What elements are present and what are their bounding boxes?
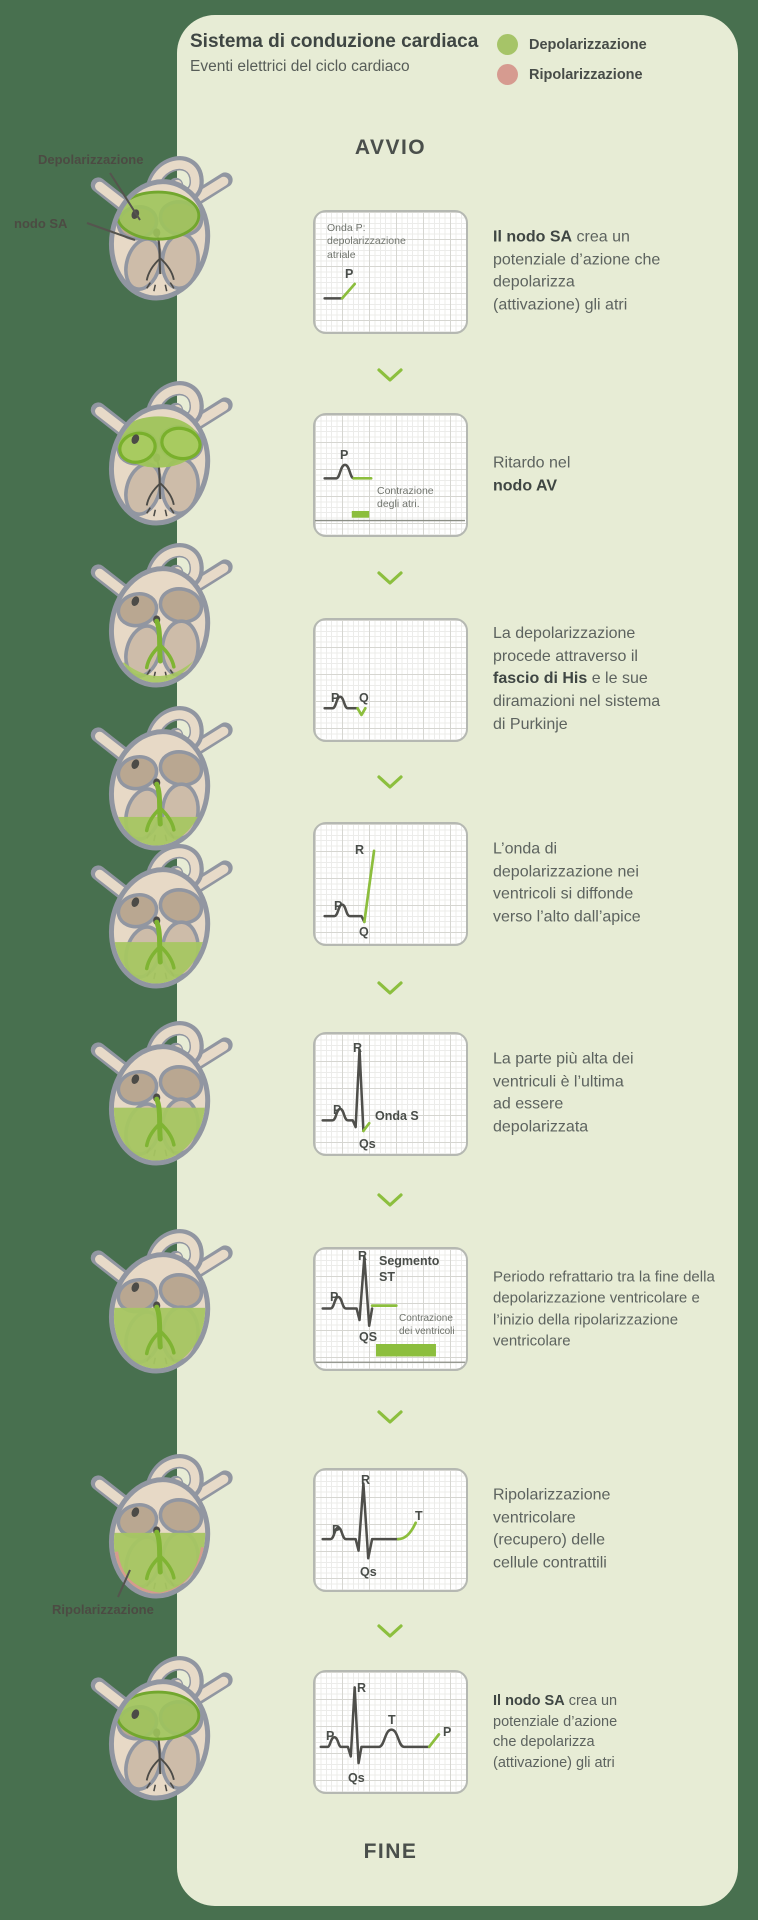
depolarization-dot-icon xyxy=(497,34,518,55)
flow-arrow-icon xyxy=(377,1193,403,1207)
callout-leader-line xyxy=(109,172,141,221)
page-subtitle: Eventi elettrici del ciclo cardiaco xyxy=(190,58,410,75)
ecg-caption: Contrazione degli atri. xyxy=(377,485,434,511)
heart-diagram-ventricles-full xyxy=(86,1213,236,1377)
repolarization-dot-icon xyxy=(497,64,518,85)
wave-label-p: P xyxy=(340,448,349,462)
wave-label-r: R xyxy=(358,1249,368,1263)
heart-diagram-atria-depolarized xyxy=(86,365,236,529)
wave-label-p: P xyxy=(333,1103,342,1117)
wave-label-r: R xyxy=(361,1473,371,1487)
step-6: R Segmento ST P QS Contrazione dei ventr… xyxy=(313,1247,743,1371)
step-description: La parte più alta dei ventriculi è l’ult… xyxy=(493,1050,634,1136)
legend-label: Depolarizzazione xyxy=(529,36,647,53)
ecg-chart-step-4: R P Q xyxy=(313,822,468,946)
wave-label-r: R xyxy=(357,1681,367,1695)
wave-label-qs: Qs xyxy=(360,1565,377,1579)
wave-label-p: P xyxy=(331,691,340,705)
flow-arrow-icon xyxy=(377,368,403,382)
wave-label-p2: P xyxy=(443,1725,452,1739)
wave-label-q: Q xyxy=(359,925,369,939)
legend: Depolarizzazione Ripolarizzazione xyxy=(497,34,647,94)
callout-leader-line xyxy=(86,222,136,241)
flow-arrow-icon xyxy=(377,1624,403,1638)
ecg-chart-step-2: P Contrazione degli atri. xyxy=(313,413,468,537)
flow-start-label: AVVIO xyxy=(354,136,427,159)
flow-end-label: FINE xyxy=(363,1840,418,1863)
step-8: P R T P Qs Il nodo SA crea un potenziale… xyxy=(313,1670,743,1794)
flow-arrow-icon xyxy=(377,775,403,789)
ecg-chart-step-5: R P Onda S Qs xyxy=(313,1032,468,1156)
wave-label-r: R xyxy=(353,1041,363,1055)
heart-diagram-ventricles-low xyxy=(86,828,236,992)
repolarization-callout-label: Ripolarizzazione xyxy=(52,1602,154,1617)
flow-arrow-icon xyxy=(377,571,403,585)
wave-label-p: P xyxy=(334,899,343,913)
flow-arrow-icon xyxy=(377,1410,403,1424)
wave-label-q: Q xyxy=(359,691,369,705)
step-5: R P Onda S Qs La parte più alta dei vent… xyxy=(313,1032,743,1156)
wave-label-qs: Qs xyxy=(359,1137,376,1151)
ecg-caption: Onda P: depolarizzazione atriale xyxy=(327,222,406,261)
sa-node-callout-label: nodo SA xyxy=(14,216,68,231)
step-description: Periodo refrattario tra la fine della de… xyxy=(493,1268,715,1350)
step-description: L’onda di depolarizzazione nei ventricol… xyxy=(493,840,641,926)
heart-diagram-ventricles-mid xyxy=(86,1005,236,1169)
ecg-chart-step-1: Onda P: depolarizzazione atriale P xyxy=(313,210,468,334)
step-7: R P T Qs Ripolarizzazione ventricolare (… xyxy=(313,1468,743,1592)
ecg-caption: Contrazione dei ventricoli xyxy=(399,1313,455,1337)
step-description: La depolarizzazione procede attraverso i… xyxy=(493,625,661,734)
wave-label-p: P xyxy=(345,267,354,281)
step-4: R P Q L’onda di depolarizzazione nei ven… xyxy=(313,822,743,946)
wave-label-p: P xyxy=(332,1523,341,1537)
wave-label-qs: QS xyxy=(359,1330,378,1344)
step-3: P Q La depolarizzazione procede attraver… xyxy=(313,618,743,742)
legend-item-repolarization: Ripolarizzazione xyxy=(497,64,647,85)
callout-leader-line xyxy=(117,1569,131,1598)
wave-label-t: T xyxy=(415,1509,423,1523)
flow-arrow-icon xyxy=(377,981,403,995)
wave-label-p: P xyxy=(330,1290,339,1304)
ecg-chart-step-8: P R T P Qs xyxy=(313,1670,468,1794)
legend-item-depolarization: Depolarizzazione xyxy=(497,34,647,55)
depolarization-callout-label: Depolarizzazione xyxy=(38,152,144,167)
wave-label-onda-s: Onda S xyxy=(375,1109,419,1123)
heart-diagram-his-bundle xyxy=(86,527,236,691)
legend-label: Ripolarizzazione xyxy=(529,66,643,83)
ecg-chart-step-7: R P T Qs xyxy=(313,1468,468,1592)
ecg-chart-step-3: P Q xyxy=(313,618,468,742)
wave-label-r: R xyxy=(355,843,365,857)
page-title: Sistema di conduzione cardiaca xyxy=(190,31,479,52)
step-description: Ripolarizzazione ventricolare (recupero)… xyxy=(493,1486,611,1572)
wave-label-qs: Qs xyxy=(348,1771,365,1785)
wave-label-st-segment: Segmento ST xyxy=(379,1254,440,1284)
heart-diagram-sa-node-restart xyxy=(86,1640,236,1804)
step-description: Il nodo SA crea un potenziale d’azione c… xyxy=(493,1692,618,1771)
step-description: Ritardo nel nodo AV xyxy=(493,454,571,494)
step-1: Onda P: depolarizzazione atriale P Il no… xyxy=(313,210,743,334)
wave-label-p: P xyxy=(326,1729,335,1743)
wave-label-t: T xyxy=(388,1713,396,1727)
step-description: Il nodo SA crea un potenziale d’azione c… xyxy=(493,228,661,314)
ecg-chart-step-6: R Segmento ST P QS Contrazione dei ventr… xyxy=(313,1247,468,1371)
heart-diagram-repolarizing xyxy=(86,1438,236,1602)
step-2: P Contrazione degli atri. Ritardo nel no… xyxy=(313,413,743,537)
